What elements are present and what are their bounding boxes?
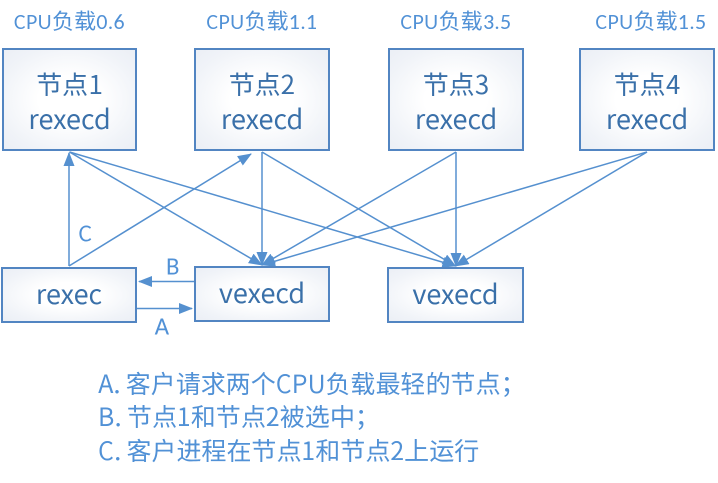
edge-rexec-to-node2-c (68, 153, 252, 267)
cpu-load-label-node2: CPU负载1.1 (206, 8, 318, 35)
node2-name: 节点2 (228, 65, 296, 102)
edge-node4-to-vexecd2 (454, 151, 648, 267)
node2-daemon: rexecd (220, 98, 304, 137)
node3-box: 节点3 rexecd (388, 48, 524, 151)
node4-name: 节点4 (613, 65, 681, 102)
node3-daemon: rexecd (414, 98, 498, 137)
legend-line-b: B. 节点1和节点2被选中； (98, 398, 380, 435)
node4-daemon: rexecd (605, 98, 689, 137)
rexec-box: rexec (1, 267, 137, 323)
node1-box: 节点1 rexecd (2, 48, 137, 151)
vexecd1-box: vexecd (194, 266, 330, 322)
edge-letter-a: A (154, 310, 170, 342)
edge-node1-to-vexecd1 (69, 151, 263, 266)
edge-node3-to-vexecd1 (261, 151, 457, 266)
cpu-load-label-node3: CPU负载3.5 (400, 8, 512, 35)
vexecd1-label: vexecd (218, 271, 306, 311)
legend-line-c: C. 客户进程在节点1和节点2上运行 (98, 431, 480, 468)
node1-name: 节点1 (36, 65, 103, 102)
edge-letter-c: C (78, 217, 92, 249)
edge-node4-to-vexecd1 (261, 151, 648, 267)
node4-box: 节点4 rexecd (579, 48, 715, 151)
node1-daemon: rexecd (28, 98, 111, 137)
cpu-load-label-node1: CPU负载0.6 (14, 8, 125, 35)
legend: A. 客户请求两个CPU负载最轻的节点； B. 节点1和节点2被选中； C. 客… (98, 365, 526, 468)
node3-name: 节点3 (422, 65, 490, 102)
rexec-label: rexec (35, 272, 103, 312)
vexecd2-label: vexecd (412, 272, 499, 312)
node2-box: 节点2 rexecd (194, 48, 330, 151)
vexecd2-box: vexecd (387, 267, 524, 323)
legend-line-a: A. 客户请求两个CPU负载最轻的节点； (98, 365, 526, 401)
edge-letter-b: B (165, 250, 180, 281)
cpu-load-label-node4: CPU负载1.5 (595, 8, 707, 35)
